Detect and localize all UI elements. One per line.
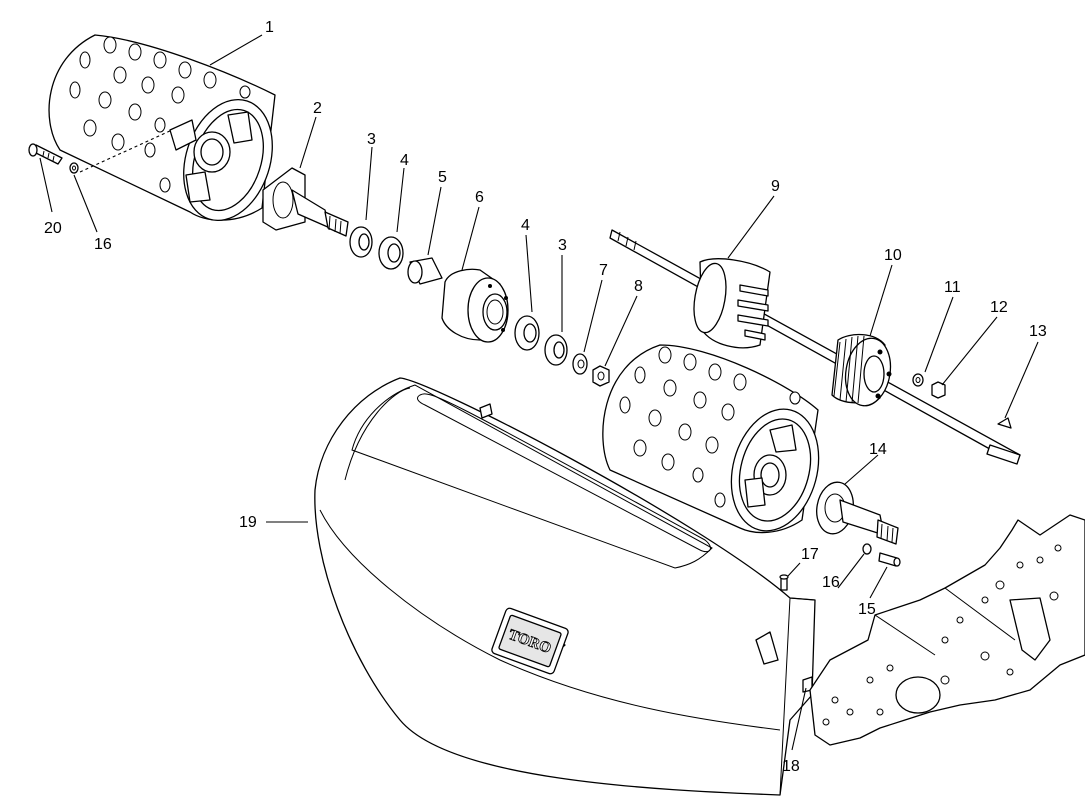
left-roller-perforations <box>69 36 251 193</box>
callout-13: 13 <box>1029 323 1047 340</box>
callout-20: 20 <box>44 220 62 237</box>
callout-2: 2 <box>313 100 322 117</box>
callout-3-right: 3 <box>558 237 567 254</box>
nut-12 <box>931 381 946 399</box>
bearing-housing-6 <box>441 268 509 343</box>
callout-15: 15 <box>858 601 876 618</box>
washer-16-left <box>69 162 79 174</box>
right-roller <box>602 344 820 534</box>
side-plate <box>809 514 1085 746</box>
callout-4-right: 4 <box>521 217 530 234</box>
roller-shield-19: TORO <box>314 377 816 796</box>
spacer-5 <box>407 257 443 285</box>
callout-1: 1 <box>265 19 274 36</box>
callout-9: 9 <box>771 178 780 195</box>
bearing-3-right <box>544 334 568 366</box>
drive-gear-10 <box>831 333 892 407</box>
key-13 <box>997 417 1012 429</box>
callout-3: 3 <box>367 131 376 148</box>
washer-11 <box>912 373 924 387</box>
toro-logo-badge: TORO <box>491 607 569 675</box>
callout-10: 10 <box>884 247 902 264</box>
callout-5: 5 <box>438 169 447 186</box>
washer-16-right <box>862 543 872 555</box>
callout-6: 6 <box>475 189 484 206</box>
callout-7: 7 <box>599 262 608 279</box>
leader-lines <box>39 34 1039 751</box>
bolt-15 <box>878 552 901 567</box>
flange-shaft-2 <box>262 167 349 237</box>
washer-7 <box>572 353 588 375</box>
callout-18: 18 <box>782 758 800 775</box>
callout-8: 8 <box>634 278 643 295</box>
shaft-9-hub-fins <box>737 284 769 341</box>
callout-12: 12 <box>990 299 1008 316</box>
seal-4-left <box>378 236 404 270</box>
callout-19: 19 <box>239 514 257 531</box>
callout-labels: 1 2 3 4 5 6 4 3 7 8 9 10 11 12 13 14 17 … <box>44 19 1047 775</box>
screw-17 <box>779 574 789 591</box>
callout-16-right: 16 <box>822 574 840 591</box>
drive-shaft-9 <box>609 229 1021 465</box>
left-roller <box>48 34 276 222</box>
callout-11: 11 <box>944 279 961 296</box>
nut-8 <box>592 365 610 387</box>
callout-4: 4 <box>400 152 409 169</box>
callout-16-left: 16 <box>94 236 112 253</box>
seal-4-right <box>514 315 540 351</box>
side-plate-holes <box>822 544 1062 726</box>
callout-17: 17 <box>801 546 819 563</box>
flange-shaft-14 <box>816 481 899 545</box>
bearing-3-left <box>349 226 373 258</box>
right-roller-perforations <box>619 346 801 508</box>
bolt-20 <box>28 143 63 165</box>
callout-14: 14 <box>869 441 887 458</box>
